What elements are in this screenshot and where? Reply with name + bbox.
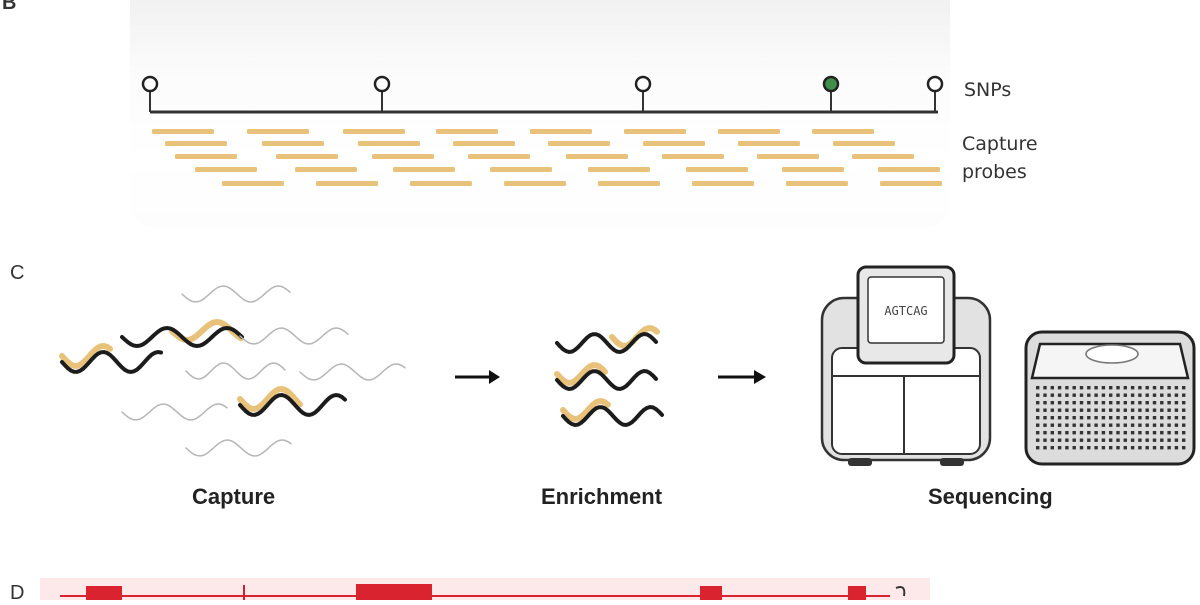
capture-step-label: Capture (192, 484, 276, 509)
snp-track (141, 75, 944, 114)
capture-probe (195, 167, 257, 172)
capture-probe (812, 129, 874, 134)
capture-probes-label-line2: probes (962, 161, 1027, 183)
capture-probe (852, 154, 914, 159)
dna-strand (121, 403, 228, 421)
bound-probe (237, 385, 303, 412)
dna-strand (238, 392, 347, 418)
snp-marker (373, 75, 391, 112)
capture-probe (643, 141, 705, 146)
capture-probe (738, 141, 800, 146)
exon (848, 586, 866, 600)
capture-probe (393, 167, 455, 172)
capture-probe (410, 181, 472, 186)
snp-marker (634, 75, 652, 112)
exon (356, 584, 432, 600)
capture-probe (782, 167, 844, 172)
capture-probe (468, 154, 530, 159)
capture-probe (343, 129, 405, 134)
capture-probe (686, 167, 748, 172)
arrow (718, 370, 766, 384)
capture-probe (262, 141, 324, 146)
enrichment-strands (554, 325, 664, 428)
dna-strand (185, 362, 286, 380)
bound-probe (59, 342, 113, 369)
capture-probe (175, 154, 237, 159)
capture-probe (757, 154, 819, 159)
capture-probe (316, 181, 378, 186)
capture-probe (786, 181, 848, 186)
dna-strand (185, 439, 292, 457)
sequencer-box-illustration (1024, 330, 1196, 466)
capture-probe (436, 129, 498, 134)
dna-strand (120, 325, 244, 349)
capture-probe (880, 181, 942, 186)
enrichment-step-label: Enrichment (541, 484, 663, 509)
capture-probe (833, 141, 895, 146)
sequencer-illustration (820, 265, 992, 466)
dna-strand (299, 363, 406, 381)
dna-strand (555, 331, 658, 355)
capture-probe (504, 181, 566, 186)
capture-probe (276, 154, 338, 159)
capture-probe (490, 167, 552, 172)
capture-probe (372, 154, 434, 159)
panel-b-letter: B (2, 0, 17, 14)
capture-probe (548, 141, 610, 146)
capture-probe (358, 141, 420, 146)
gene-track-partial (40, 578, 930, 600)
dna-strand (555, 368, 658, 392)
snps-label: SNPs (964, 79, 1012, 101)
panel-b-background (130, 0, 950, 228)
capture-probe (152, 129, 214, 134)
capture-probe (453, 141, 515, 146)
capture-probe (247, 129, 309, 134)
snp-marker (926, 75, 944, 112)
panel-c-letter: C (10, 262, 25, 284)
capture-probe (878, 167, 940, 172)
sequencer-screen-text: AGTCAG (884, 304, 927, 318)
capture-probe (662, 154, 724, 159)
capture-probe (295, 167, 357, 172)
dna-strand (561, 404, 664, 428)
capture-probe (165, 141, 227, 146)
capture-probe (718, 129, 780, 134)
arrow (455, 370, 500, 384)
capture-probe (530, 129, 592, 134)
capture-probes-label-line1: Capture (962, 133, 1038, 155)
capture-strands (59, 285, 406, 457)
exon (86, 586, 122, 600)
snp-marker-highlighted (822, 75, 840, 112)
capture-probes (152, 129, 942, 186)
capture-probe (624, 129, 686, 134)
snp-marker (141, 75, 159, 112)
capture-probe (598, 181, 660, 186)
bound-probe (554, 362, 608, 387)
capture-probe (566, 154, 628, 159)
exon (700, 586, 722, 600)
dna-strand (60, 349, 163, 375)
vent-grid (1036, 386, 1186, 450)
panel-d-letter: D (10, 582, 25, 604)
capture-probe (222, 181, 284, 186)
capture-probe (588, 167, 650, 172)
capture-probe (692, 181, 754, 186)
dna-strand (181, 285, 291, 303)
sequencing-step-label: Sequencing (928, 484, 1053, 509)
dna-strand (239, 327, 349, 345)
bound-probe (560, 398, 611, 423)
